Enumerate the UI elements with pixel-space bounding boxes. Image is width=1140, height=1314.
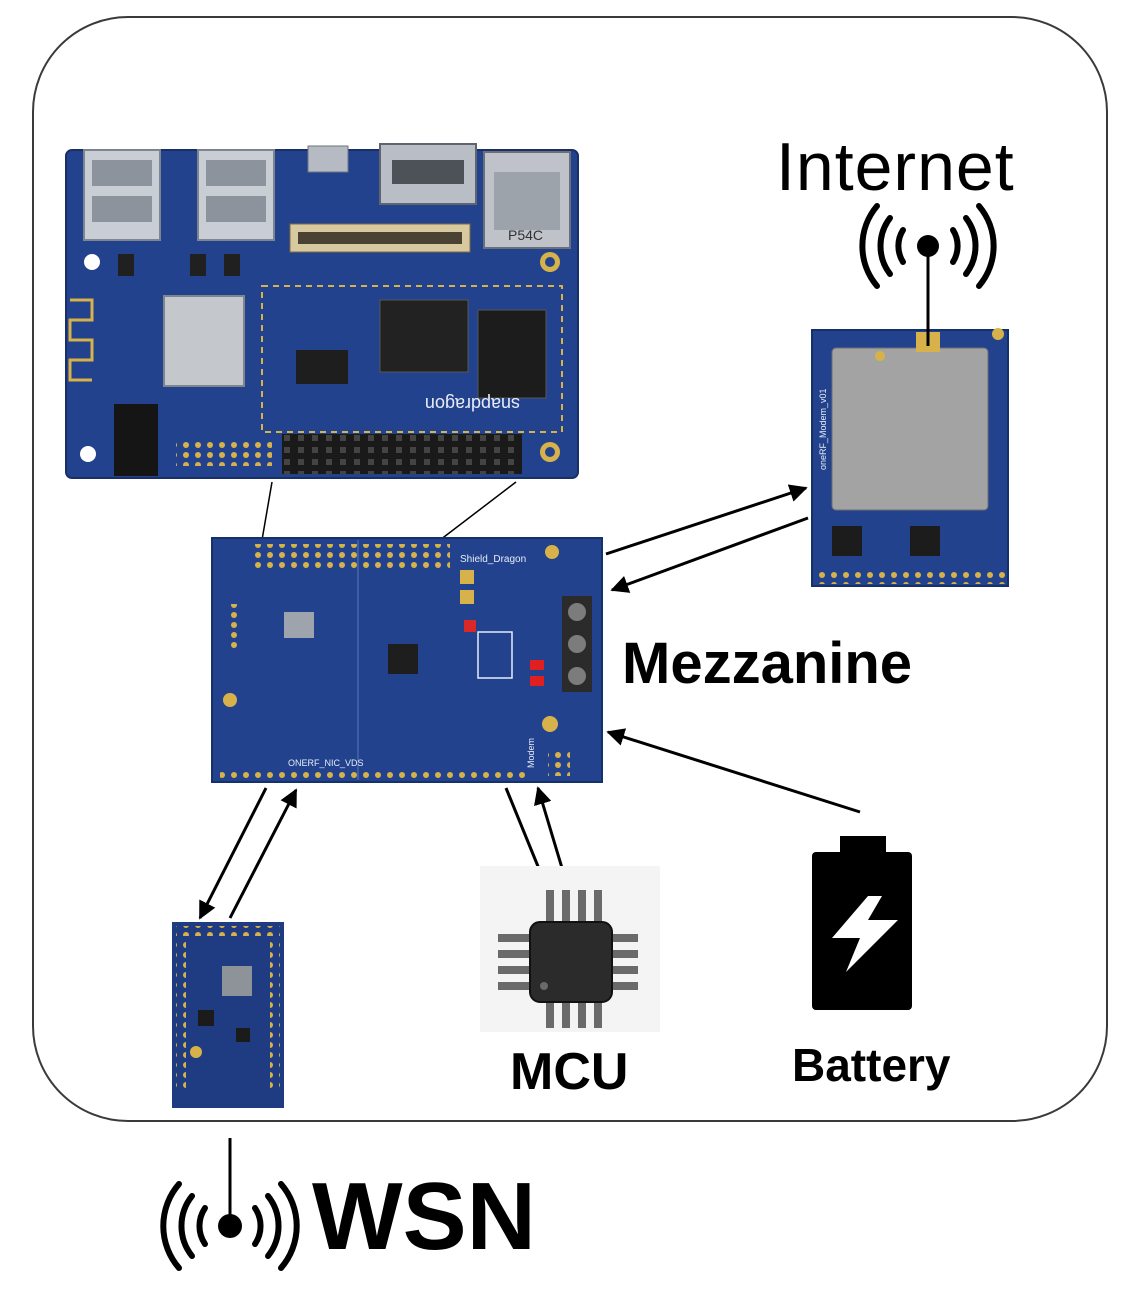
antenna-icon <box>218 1138 242 1238</box>
wsn-broadcast-icon <box>160 1181 300 1271</box>
arrow-radio-to-mezzanine <box>610 516 809 593</box>
arrow-wsn-to-mezzanine <box>228 788 298 919</box>
wifi-module <box>163 295 245 387</box>
battery-icon <box>812 836 912 1010</box>
micro-usb-port <box>307 145 349 173</box>
radio-module-label: oneRF_Modem_v01 <box>818 388 828 470</box>
snapdragon-logo-text: snapdragon <box>425 394 520 414</box>
memory-chip <box>477 309 547 399</box>
internet-antenna-icon <box>917 235 939 346</box>
arrow-mezzanine-to-radio <box>605 484 808 556</box>
battery-label: Battery <box>792 1039 951 1091</box>
low-speed-header <box>282 434 522 474</box>
mezzanine-footer-label: ONERF_NIC_VDS <box>288 758 364 768</box>
internet-radio-module: oneRF_Modem_v01 <box>811 328 1009 587</box>
arrow-battery-to-mezzanine <box>606 728 861 814</box>
wifi-broadcast-icon <box>859 203 997 289</box>
mcu-chip-icon <box>480 866 660 1032</box>
mezzanine-name-label: Shield_Dragon <box>460 554 526 565</box>
system-boundary-frame <box>32 16 1108 1122</box>
mezzanine-side-label: Modem <box>526 738 536 768</box>
wsn-node-board <box>172 922 284 1108</box>
mezzanine-board: Shield_Dragon ONERF_NIC_VDS Modem <box>211 537 603 783</box>
lightning-bolt-icon <box>832 896 898 972</box>
internet-label: Internet <box>776 129 1015 205</box>
mezzanine-label: Mezzanine <box>622 631 913 696</box>
dragonboard-410c: P54C snapdragon <box>65 143 579 479</box>
soc-chip <box>379 299 469 373</box>
arrow-mezzanine-to-wsn <box>198 787 268 920</box>
dc-power-jack <box>114 404 158 476</box>
sd-card-label: P54C <box>508 227 543 243</box>
wsn-label: WSN <box>312 1163 536 1270</box>
mcu-label: MCU <box>510 1043 629 1101</box>
